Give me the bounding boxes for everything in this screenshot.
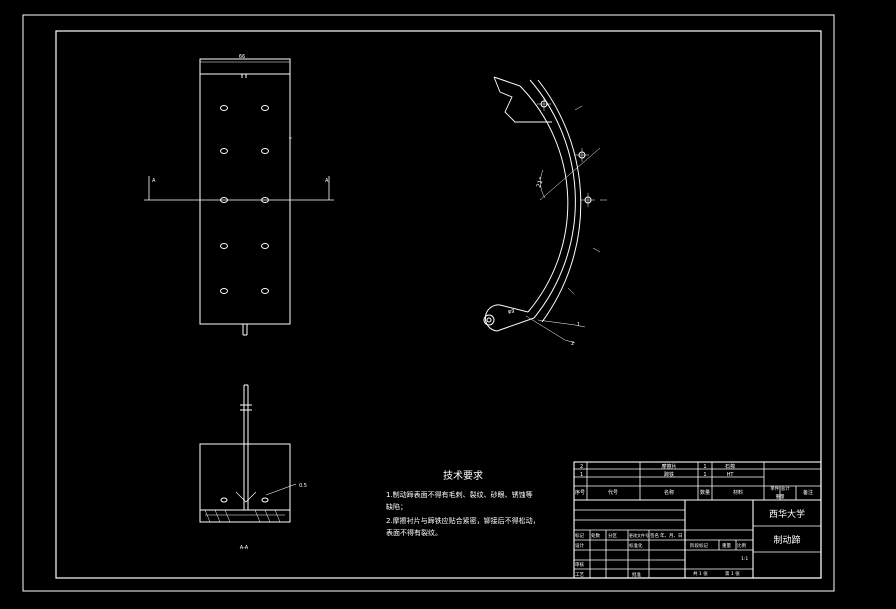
header-weight2: 重量 (776, 493, 785, 500)
part-2-no: 2 (580, 464, 583, 470)
part-2-qty: 1 (703, 464, 706, 470)
dim-width-top: 66 (239, 54, 245, 60)
tech-req-item-1b: 缺陷； (386, 502, 407, 511)
part-2-name: 摩擦片 (661, 463, 676, 470)
label-design: 设计 (575, 542, 584, 549)
title-block (573, 461, 822, 579)
header-qty: 数量 (700, 489, 710, 496)
section-mark-left: A (152, 178, 156, 184)
header-remark: 备注 (803, 489, 813, 496)
outer-frame (22, 14, 835, 592)
brake-shoe-side-view (483, 76, 607, 344)
label-approve: 批准 (632, 571, 641, 578)
tech-req-item-1a: 1.制动蹄表面不得有毛刺、裂纹、砂眼、锈蚀等 (386, 490, 533, 499)
part-2-material: 石棉 (725, 463, 735, 470)
section-view (199, 384, 297, 523)
sheet-number: 第 1 张 (725, 570, 740, 577)
part-1-qty: 1 (703, 472, 706, 478)
sheets-total: 共 1 张 (693, 570, 708, 577)
label-scale: 比例 (737, 542, 746, 549)
header-code: 代号 (608, 489, 618, 496)
scale-value: 1:1 (741, 556, 748, 562)
row-mark: 标记 (575, 532, 584, 539)
label-weight: 重量 (722, 542, 731, 549)
section-label: A-A (240, 545, 249, 551)
header-name: 名称 (664, 489, 674, 496)
row-date: 年、月、日 (660, 532, 683, 539)
section-mark-right: A (325, 178, 329, 184)
part-1-name: 蹄铁 (664, 471, 674, 478)
dim-weld: 0.5 (299, 483, 307, 489)
school-name: 西华大学 (769, 508, 805, 520)
callout-1: 1 (577, 322, 580, 328)
label-process: 工艺 (575, 572, 584, 578)
label-stage: 阶段标记 (690, 542, 708, 549)
inner-frame (55, 30, 822, 579)
header-material: 材料 (733, 489, 743, 496)
header-no: 序号 (575, 489, 585, 496)
dim-angle: 21° (535, 176, 545, 188)
header-weight: 单件 总计 (770, 485, 790, 492)
part-1-no: 1 (580, 472, 583, 478)
row-count: 处数 (591, 532, 600, 539)
tech-req-title: 技术要求 (443, 469, 483, 482)
callout-2: 2 (571, 341, 574, 347)
row-sign: 签名 (650, 532, 659, 539)
drawing-name: 制动蹄 (773, 534, 800, 546)
dim-hole: φ9 (508, 309, 514, 315)
label-standard: 标准化 (629, 542, 643, 549)
label-review: 审核 (575, 561, 584, 568)
row-zone: 分区 (608, 532, 617, 539)
part-1-material: HT (727, 472, 735, 478)
plate-front-view (144, 58, 334, 336)
row-change: 更改文件号 (629, 532, 649, 538)
tech-req-item-2a: 2.摩擦衬片与蹄铁应贴合紧密，铆接后不得松动， (386, 516, 540, 525)
tech-req-item-2b: 表面不得有裂纹。 (386, 528, 442, 537)
